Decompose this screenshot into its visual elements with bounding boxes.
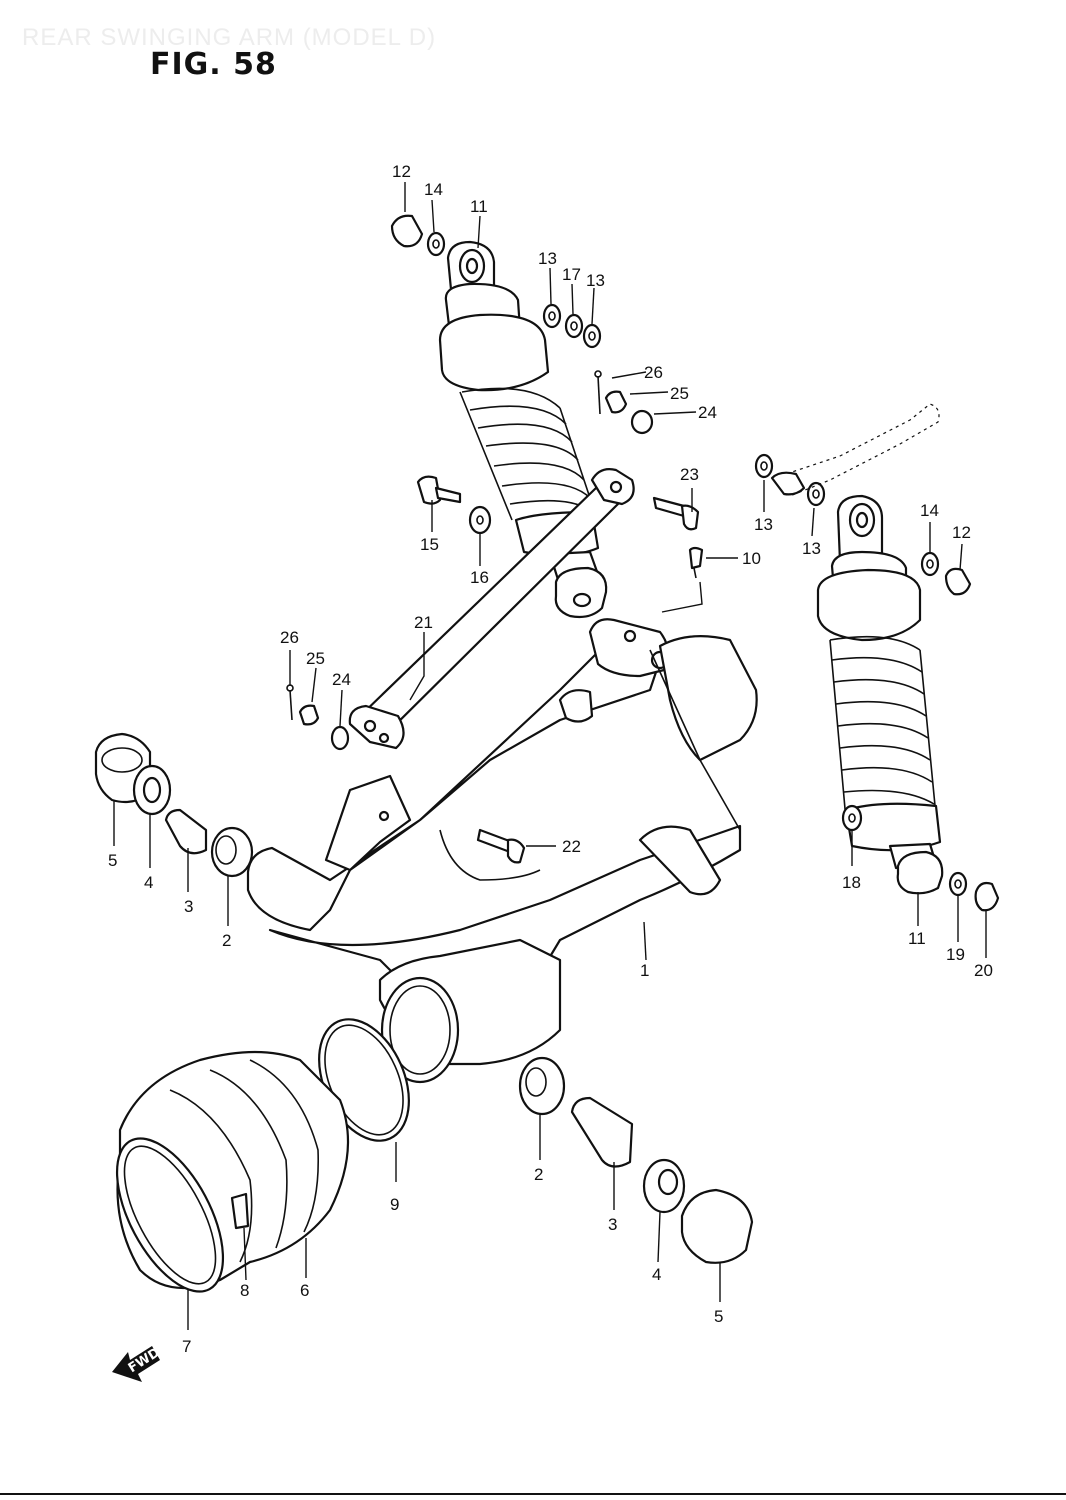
callout-25: 25 [670,384,689,403]
washer-13c[interactable] [754,453,774,479]
callout-5: 5 [714,1307,723,1326]
callout-16: 16 [470,568,489,587]
callout-6: 6 [300,1281,309,1300]
boot-clamp-screw[interactable] [230,1192,250,1230]
forward-label: FWD [126,1345,163,1376]
callout-2: 2 [222,931,231,950]
callout-2: 2 [534,1165,543,1184]
callout-21: 21 [414,613,433,632]
washer-16[interactable] [468,505,492,535]
cotter-pin-26-upper[interactable] [594,370,602,415]
grease-nipple-10[interactable] [688,546,704,579]
callout-23: 23 [680,465,699,484]
callout-26: 26 [280,628,299,647]
callout-24: 24 [332,670,351,689]
bolt-15[interactable] [416,475,462,505]
callout-22: 22 [562,837,581,856]
callout-19: 19 [946,945,965,964]
bolt-22[interactable] [476,828,526,864]
callout-14: 14 [920,501,939,520]
nut-12-right[interactable] [944,567,972,596]
callout-7: 7 [182,1337,191,1356]
washer-14-left[interactable] [426,231,446,257]
pivot-oil-seal-right[interactable] [642,1158,686,1214]
pivot-bearing-left[interactable] [210,826,254,878]
callout-11: 11 [908,929,926,948]
washer-17[interactable] [564,313,584,339]
callout-4: 4 [144,873,153,892]
callout-13: 13 [586,271,605,290]
callout-8: 8 [240,1281,249,1300]
callout-1: 1 [640,961,649,980]
forward-arrow-icon: FWD [112,1345,163,1382]
boot-band[interactable] [95,1122,245,1308]
callout-4: 4 [652,1265,661,1284]
washer-19[interactable] [948,871,968,897]
washer-24-lower[interactable] [330,725,350,751]
washer-18[interactable] [841,804,863,832]
callout-numbers: 12 14 11 13 17 13 26 25 24 23 15 16 10 1… [108,162,993,1356]
swing-arm[interactable] [246,618,758,1084]
callout-17: 17 [562,265,581,284]
figure-number: FIG. 58 [150,47,277,82]
pivot-oil-seal-left[interactable] [132,764,172,816]
pivot-shaft-left[interactable] [164,808,208,855]
callout-12: 12 [952,523,971,542]
callout-25: 25 [306,649,325,668]
callout-14: 14 [424,180,443,199]
callout-11: 11 [470,197,488,216]
callout-12: 12 [392,162,411,181]
pivot-shaft-right[interactable] [570,1096,634,1168]
page-header-title: REAR SWINGING ARM (MODEL D) [22,24,437,51]
callout-18: 18 [842,873,861,892]
washer-13a[interactable] [542,303,562,329]
shock-bolt-dashed [770,403,940,497]
bolt-23[interactable] [652,496,700,531]
cotter-pin-26-lower[interactable] [286,684,294,721]
callout-15: 15 [420,535,439,554]
callout-3: 3 [608,1215,617,1234]
pivot-cap-right[interactable] [680,1188,754,1264]
callout-24: 24 [698,403,717,422]
washer-13b[interactable] [582,323,602,349]
callout-26: 26 [644,363,663,382]
callout-10: 10 [742,549,761,568]
callout-13: 13 [754,515,773,534]
leader-lines [113,182,987,1330]
callout-13: 13 [802,539,821,558]
nut-25-upper[interactable] [604,390,628,414]
washer-24-upper[interactable] [630,409,654,435]
callout-20: 20 [974,961,993,980]
right-shock-absorber[interactable] [816,494,944,895]
washer-13d[interactable] [806,481,826,507]
callout-3: 3 [184,897,193,916]
callout-13: 13 [538,249,557,268]
nut-20[interactable] [974,881,1000,912]
callout-9: 9 [390,1195,399,1214]
pivot-bearing-right[interactable] [518,1056,566,1116]
nut-12-left[interactable] [390,214,424,248]
washer-14-right[interactable] [920,551,940,577]
nut-25-lower[interactable] [298,704,320,726]
callout-5: 5 [108,851,117,870]
